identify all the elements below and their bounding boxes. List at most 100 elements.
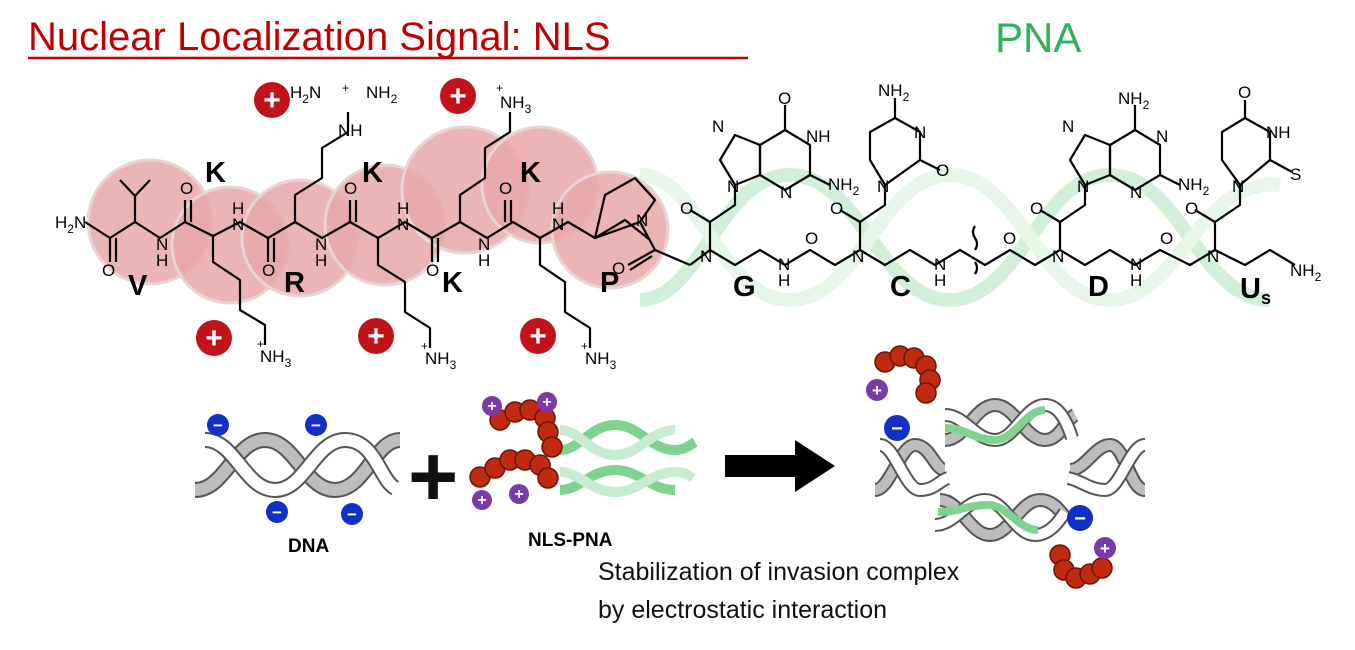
negative-charge-icon: − (1067, 505, 1093, 531)
atom-n-pna1: N (700, 247, 712, 266)
residue-r: R (284, 267, 305, 299)
svg-text:−: − (213, 416, 223, 435)
atom-h2n-arg: H2N (290, 83, 321, 106)
pna-atoms: N O N H O N O N H O N O N H O N O NH2 N … (680, 81, 1322, 290)
atom-n-5: N (478, 235, 490, 254)
atom-g-n7: N (712, 117, 724, 136)
atom-nh2-arg: NH2 (366, 83, 398, 106)
atom-nh3-k2: NH3 (425, 349, 457, 372)
svg-text:−: − (1074, 508, 1086, 530)
svg-text:+: + (529, 320, 547, 353)
nls-pna-icon: + + + + (469, 392, 698, 510)
pna-backbone (689, 98, 1296, 275)
atom-g-o: O (778, 89, 791, 108)
peptide-atoms: H2N O N H O H N O N H O H N O N H O H N … (55, 81, 648, 372)
atom-d-n3: N (1130, 183, 1142, 202)
dna-helix-icon (193, 431, 402, 499)
nls-pna-label: NLS-PNA (528, 530, 613, 551)
atom-h-6: H (552, 199, 564, 218)
svg-text:+: + (542, 394, 551, 411)
atom-n-1: N (156, 235, 168, 254)
base-d: D (1088, 271, 1109, 303)
atom-n-pna7: N (1207, 247, 1219, 266)
negative-charge-icon: − (266, 501, 288, 523)
negative-charge-icon: − (884, 415, 910, 441)
atom-g-nh2: NH2 (828, 175, 860, 198)
atom-n-4: N (397, 215, 409, 234)
atom-h-pna6: H (1130, 271, 1142, 290)
nls-title: Nuclear Localization Signal: NLS (28, 15, 611, 59)
positive-charge-icon: + (358, 318, 394, 354)
atom-n-pna2: N (778, 255, 790, 274)
residue-k1: K (205, 157, 226, 189)
atom-plus-k1: + (257, 337, 264, 351)
svg-text:−: − (891, 418, 903, 440)
residue-letters: V K R K K K P G C D Us (128, 157, 1271, 308)
svg-text:+: + (477, 492, 486, 509)
atom-g-nh: NH (806, 127, 831, 146)
positive-charge-icon: + (537, 392, 557, 412)
atom-nh3-k4: NH3 (585, 349, 617, 372)
atom-d-nh2-top: NH2 (1118, 89, 1150, 112)
atom-h-1: H (156, 251, 168, 270)
atom-nh-arg: NH (338, 121, 363, 140)
atom-n-pna5: N (1052, 247, 1064, 266)
atom-n-6: N (552, 215, 564, 234)
positive-charge-icon: + (520, 318, 556, 354)
atom-o-pna5: O (1030, 199, 1043, 218)
atom-us-o: O (1238, 83, 1251, 102)
atom-n-3: N (315, 235, 327, 254)
atom-o-4: O (344, 179, 357, 198)
atom-nh2-pna-end: NH2 (1290, 261, 1322, 284)
positive-charge-icon: + (1094, 537, 1116, 559)
right-arrow-icon (725, 440, 835, 492)
base-g: G (733, 271, 756, 303)
invasion-complex-icon (872, 345, 1148, 589)
atom-nh3-k3: NH3 (500, 93, 532, 116)
base-c: C (890, 271, 911, 303)
peptide-charges: + + + + + (196, 78, 556, 356)
residue-v: V (128, 270, 148, 302)
nls-beads-bottom (469, 449, 559, 489)
pna-title: PNA (995, 14, 1081, 61)
svg-text:+: + (449, 80, 467, 113)
atom-plus-arg: + (342, 81, 349, 95)
pna-background-helix (639, 167, 1281, 308)
atom-o-pna6: O (1160, 229, 1173, 248)
atom-c-o: O (936, 161, 949, 180)
negative-charge-icon: − (305, 414, 327, 436)
atom-us-s: S (1290, 165, 1301, 184)
caption-line-1: Stabilization of invasion complex (598, 558, 960, 586)
atom-c-n1: N (877, 177, 889, 196)
atom-h-pna4: H (934, 271, 946, 290)
positive-charge-icon: + (196, 320, 232, 356)
atom-o-1: O (102, 261, 115, 280)
pna-strand-bottom (559, 464, 696, 498)
atom-c-nh2: NH2 (878, 81, 910, 104)
atom-plus-k2: + (421, 339, 428, 353)
negative-charge-icon: − (207, 414, 229, 436)
atom-h-5: H (478, 251, 490, 270)
residue-k2: K (362, 157, 383, 189)
svg-text:H2N: H2N (55, 213, 86, 236)
atom-c-n3: N (914, 123, 926, 142)
atom-us-n1: N (1232, 177, 1244, 196)
atom-plus-k3: + (496, 81, 503, 95)
residue-circles (86, 125, 670, 305)
svg-text:+: + (487, 398, 496, 415)
atom-h-4: H (397, 199, 409, 218)
atom-o-5: O (426, 261, 439, 280)
atom-d-nh2: NH2 (1178, 175, 1210, 198)
atom-n-pro: N (636, 211, 648, 230)
atom-plus-k4: + (581, 339, 588, 353)
atom-nh3-k1: NH3 (260, 347, 292, 370)
atom-o-pna2: O (805, 229, 818, 248)
residue-k3: K (442, 267, 463, 299)
nls-beads-top (489, 399, 563, 458)
atom-o-6: O (499, 179, 512, 198)
atom-g-n9: N (727, 177, 739, 196)
svg-text:+: + (367, 320, 385, 353)
atom-n-pna6: N (1130, 255, 1142, 274)
pna-strand-top (559, 419, 698, 461)
atom-o-pro: O (612, 259, 625, 278)
